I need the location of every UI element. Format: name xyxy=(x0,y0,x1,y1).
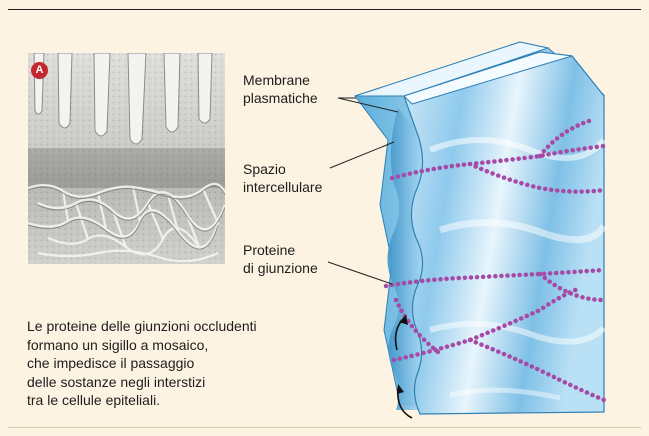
figure-caption: Le proteine delle giunzioni occludenti f… xyxy=(27,317,327,410)
leader-line-space xyxy=(330,142,394,168)
label-junction-proteins: Proteine di giunzione xyxy=(243,241,318,277)
leader-line-proteins xyxy=(328,262,392,284)
label-plasma-membranes: Membrane plasmatiche xyxy=(243,71,318,107)
intercellular-space xyxy=(387,108,422,410)
label-intercellular-space: Spazio intercellulare xyxy=(243,160,322,196)
bottom-rule xyxy=(8,427,641,428)
